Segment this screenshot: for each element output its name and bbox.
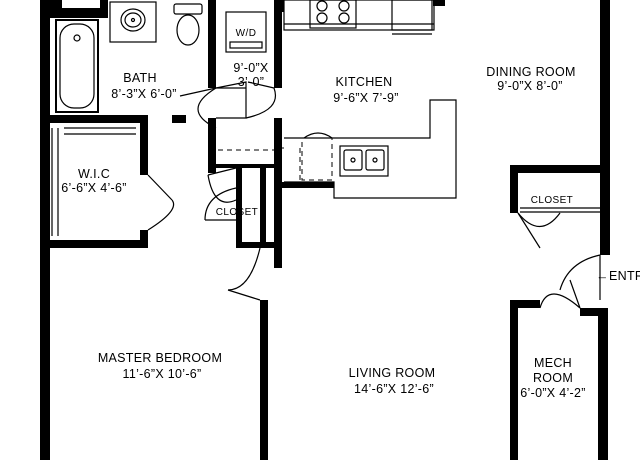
entry-label: ENTRY [609, 269, 640, 283]
wic-shelving [51, 127, 136, 236]
toilet [173, 3, 203, 46]
wic-name: W.I.C [78, 167, 110, 181]
master-bedroom-name: MASTER BEDROOM [98, 351, 222, 365]
bath-dims: 8’-3”X 6’-0” [111, 87, 176, 101]
laundry-dims-1: 9’-0”X [233, 61, 269, 75]
laundry-dims-2: 3’-0” [238, 75, 265, 89]
entry-arrow: ← [596, 269, 609, 283]
kitchen-island [218, 99, 457, 199]
living-room-name: LIVING ROOM [349, 366, 436, 380]
walls [40, 0, 610, 460]
living-room-dims: 14’-6”X 12’-6” [354, 382, 434, 396]
bath-name: BATH [123, 71, 157, 85]
dining-dims: 9’-0”X 8’-0” [497, 79, 562, 93]
closet-right-label: CLOSET [531, 195, 573, 206]
mech-room-name-1: MECH [534, 356, 572, 370]
dishwasher [301, 132, 333, 181]
range-stove [283, 0, 435, 35]
kitchen-name: KITCHEN [336, 75, 393, 89]
wd-label: W/D [236, 28, 257, 39]
kitchen-dims: 9’-6”X 7’-9” [333, 91, 398, 105]
closet-right-shelving [520, 207, 600, 213]
dining-name: DINING ROOM [486, 65, 575, 79]
closet-center-label: CLOSET [216, 207, 258, 218]
mech-room-dims: 6’-0”X 4’-2” [520, 386, 585, 400]
doors [147, 81, 601, 309]
wic-dims: 6’-6”X 4’-6” [61, 181, 126, 195]
washer-dryer [225, 11, 267, 53]
bathtub [55, 19, 99, 113]
mech-room-name-2: ROOM [533, 371, 573, 385]
kitchen-sink [339, 145, 389, 177]
master-bedroom-dims: 11’-6”X 10’-6” [123, 367, 202, 381]
bath-vanity [109, 1, 157, 43]
